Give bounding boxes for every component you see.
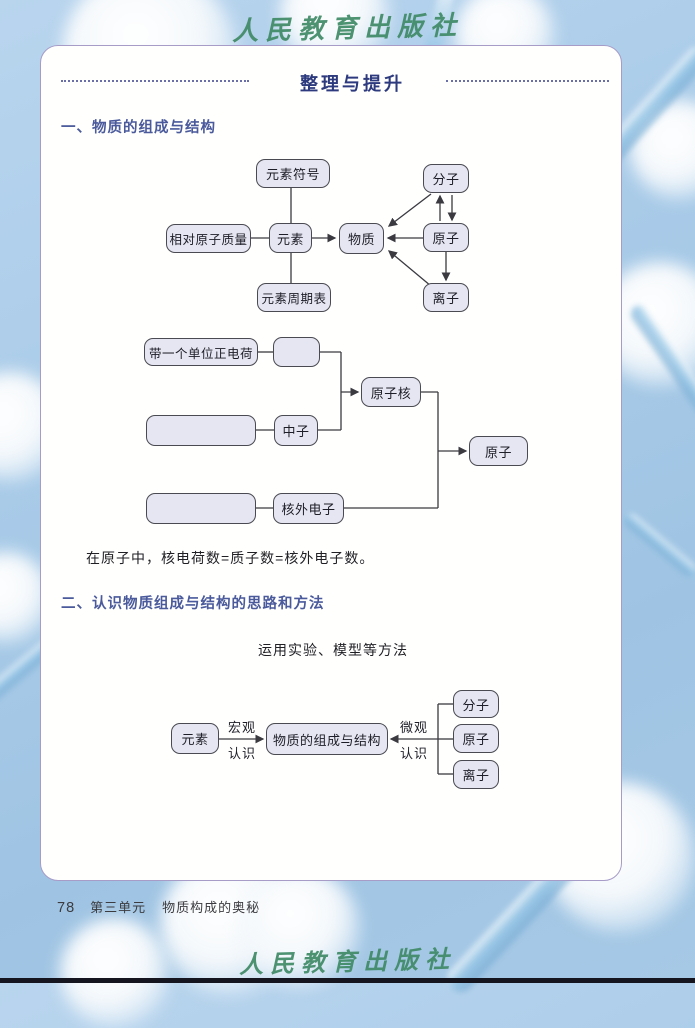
node-atom: 原子: [423, 223, 469, 252]
section2-heading: 二、认识物质组成与结构的思路和方法: [61, 596, 325, 612]
bottom-edge-bar: [0, 978, 695, 983]
unit-title: 物质构成的奥秘: [162, 900, 261, 915]
node-blank-proton: [273, 337, 320, 367]
node-atom-result: 原子: [469, 436, 528, 466]
node-matter: 物质: [339, 223, 384, 254]
node-blank-electron-desc: [146, 493, 256, 524]
page-card: 整理与提升 一、物质的组成与结构: [40, 45, 622, 881]
node-outer-electrons: 核外电子: [273, 493, 344, 524]
bg-sphere: [240, 868, 360, 988]
node-atom-d3: 原子: [453, 724, 499, 753]
node-element-symbol: 元素符号: [256, 159, 330, 188]
node-relative-atomic-mass: 相对原子质量: [166, 224, 251, 253]
page-footer: 78 第三单元 物质构成的奥秘: [57, 897, 260, 916]
micro-label-bottom: 认识: [399, 746, 428, 761]
node-ion: 离子: [423, 283, 469, 312]
title-dotted-line-right: [446, 80, 609, 82]
title-dotted-line-left: [61, 80, 249, 82]
unit-label: 第三单元: [90, 900, 147, 915]
node-element: 元素: [269, 223, 312, 253]
page-number: 78: [57, 900, 76, 916]
method-note: 运用实验、模型等方法: [258, 642, 408, 658]
node-nucleus: 原子核: [361, 377, 421, 407]
section1-heading: 一、物质的组成与结构: [61, 120, 216, 136]
node-molecule-d3: 分子: [453, 690, 499, 718]
node-composition-structure: 物质的组成与结构: [266, 723, 388, 755]
atom-equality-note: 在原子中，核电荷数=质子数=核外电子数。: [86, 550, 375, 566]
macro-label-top: 宏观: [227, 720, 256, 735]
node-neutron: 中子: [274, 415, 318, 446]
node-periodic-table: 元素周期表: [257, 283, 331, 312]
page-title: 整理与提升: [300, 74, 405, 94]
bg-rod: [621, 510, 695, 580]
node-positive-charge: 带一个单位正电荷: [144, 338, 258, 366]
micro-label-top: 微观: [399, 720, 428, 735]
node-blank-neutron-desc: [146, 415, 256, 446]
node-ion-d3: 离子: [453, 760, 499, 789]
node-molecule: 分子: [423, 164, 469, 193]
macro-label-bottom: 认识: [227, 746, 256, 761]
node-element-d3: 元素: [171, 723, 219, 754]
diagram-connectors: [219, 188, 468, 775]
